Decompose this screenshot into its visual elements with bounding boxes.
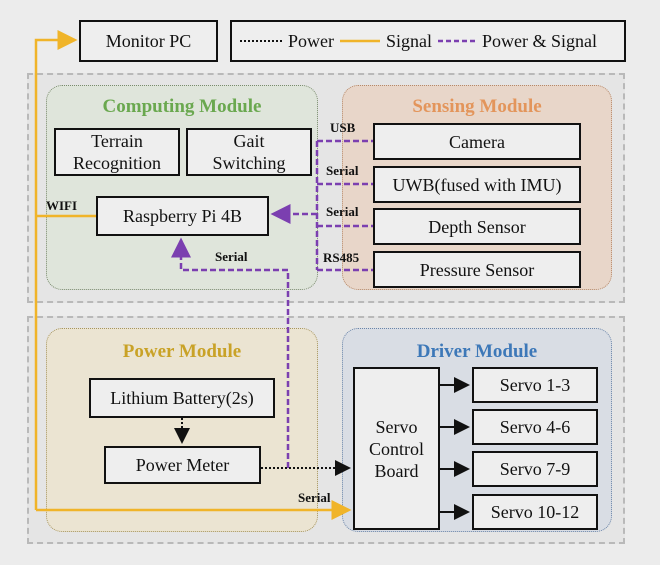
sensor-camera-box: Camera xyxy=(373,123,581,160)
legend-power-signal: Power & Signal xyxy=(482,31,598,51)
gait-switching-label: Gait Switching xyxy=(212,131,286,173)
monitor-pc-label: Monitor PC xyxy=(105,31,192,51)
servo-10-12-label: Servo 10-12 xyxy=(490,502,580,522)
servo-1-3-box: Servo 1-3 xyxy=(472,367,598,403)
interface-serial-uwb-label: Serial xyxy=(326,163,359,178)
signal-line-sample-icon xyxy=(340,39,380,43)
sensor-camera-label: Camera xyxy=(449,131,505,152)
sensor-uwb-label: UWB(fused with IMU) xyxy=(392,174,562,195)
servo-7-9-label: Servo 7-9 xyxy=(499,459,571,479)
terrain-recognition-label: Terrain Recognition xyxy=(73,131,161,173)
power-meter-label: Power Meter xyxy=(135,455,230,475)
power-line-sample-icon xyxy=(240,40,284,42)
driver-module-title: Driver Module xyxy=(416,341,538,362)
computing-module-title: Computing Module xyxy=(102,96,262,117)
interface-serial-depth-label: Serial xyxy=(326,204,359,219)
sensor-depth-box: Depth Sensor xyxy=(373,208,581,245)
wifi-label: WIFI xyxy=(46,198,78,213)
legend: Power Signal Power & Signal xyxy=(230,20,626,62)
servo-1-3-label: Servo 1-3 xyxy=(499,375,571,395)
sensor-pressure-box: Pressure Sensor xyxy=(373,251,581,288)
interface-rs485-label: RS485 xyxy=(323,250,360,265)
power-signal-line-sample-icon xyxy=(438,39,479,43)
power-module-title: Power Module xyxy=(122,341,242,362)
servo-10-12-box: Servo 10-12 xyxy=(472,494,598,530)
servo-7-9-box: Servo 7-9 xyxy=(472,451,598,487)
servo-4-6-label: Servo 4-6 xyxy=(499,417,571,437)
sensor-depth-label: Depth Sensor xyxy=(428,216,526,237)
computing-module: Computing Module xyxy=(46,85,318,290)
legend-signal: Signal xyxy=(386,31,433,51)
serial-driver-label: Serial xyxy=(298,490,331,505)
lithium-battery-label: Lithium Battery(2s) xyxy=(110,388,254,408)
power-module: Power Module xyxy=(46,328,318,532)
signal-line-monitor xyxy=(34,30,78,510)
raspberry-pi-label: Raspberry Pi 4B xyxy=(123,206,242,226)
servo-control-board-box: Servo Control Board xyxy=(353,367,440,530)
sensing-module-title: Sensing Module xyxy=(412,96,542,117)
power-meter-box: Power Meter xyxy=(104,446,261,484)
servo-4-6-box: Servo 4-6 xyxy=(472,409,598,445)
sensor-pressure-label: Pressure Sensor xyxy=(419,259,535,280)
servo-control-board-label: Servo Control Board xyxy=(368,416,424,481)
sensor-uwb-box: UWB(fused with IMU) xyxy=(373,166,581,203)
legend-power: Power xyxy=(288,31,334,51)
gait-switching-box: Gait Switching xyxy=(186,128,312,176)
monitor-pc-box: Monitor PC xyxy=(79,20,218,62)
power-signal-meter-to-pi xyxy=(171,237,290,468)
terrain-recognition-box: Terrain Recognition xyxy=(54,128,180,176)
lithium-battery-box: Lithium Battery(2s) xyxy=(89,378,275,418)
raspberry-pi-box: Raspberry Pi 4B xyxy=(96,196,269,236)
serial-pi-label: Serial xyxy=(215,249,248,264)
interface-usb-label: USB xyxy=(330,120,356,135)
